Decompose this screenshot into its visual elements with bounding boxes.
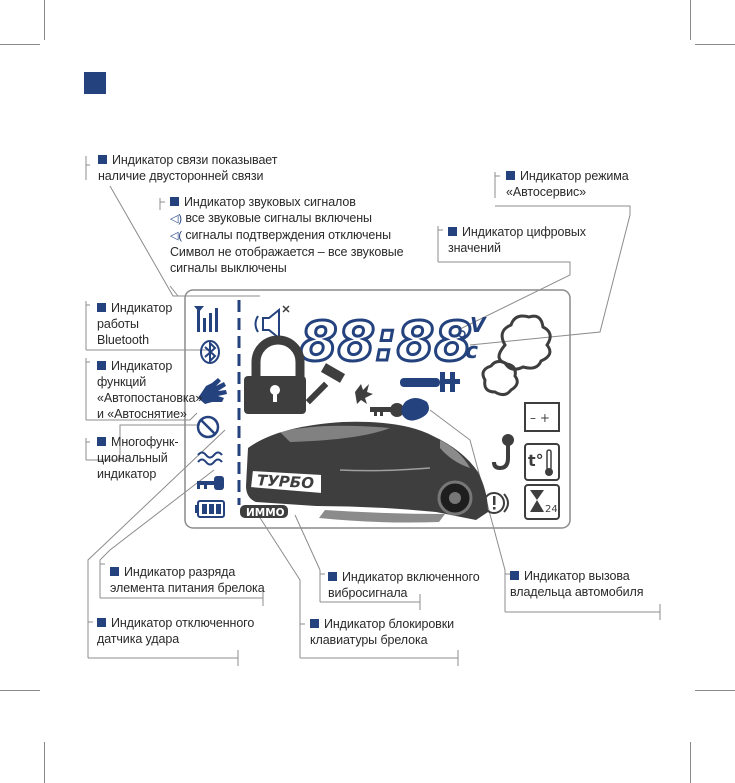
label-owner-call-indicator: Индикатор вызова владельца автомобиля — [510, 569, 644, 599]
label-keylock-indicator: Индикатор блокировки клавиатуры брелока — [310, 617, 454, 647]
timer-icon: 24 — [524, 484, 560, 520]
celsius-unit: c — [465, 339, 478, 364]
leader-lines — [85, 156, 661, 666]
crop-mark — [695, 44, 735, 45]
crop-mark — [44, 0, 45, 40]
label-service-indicator: Индикатор режима «Автосервис» — [506, 169, 629, 199]
bullet-square — [448, 227, 457, 236]
label-battery-indicator: Индикатор разряда элемента питания брело… — [110, 565, 265, 595]
key-lock-icon — [197, 476, 224, 490]
crop-mark — [0, 44, 40, 45]
sound-confirm-off-icon: ◁( — [170, 230, 182, 242]
crop-mark — [44, 742, 45, 783]
temperature-icon: t° — [524, 443, 560, 481]
antenna-icon — [194, 306, 218, 332]
degree-icon — [458, 330, 466, 338]
hand-icon — [198, 378, 227, 404]
label-vibro-indicator: Индикатор включенного вибросигнала — [328, 570, 480, 600]
bullet-square — [97, 618, 106, 627]
label-shock-indicator: Индикатор отключенного датчика удара — [97, 616, 255, 646]
car-icon — [246, 421, 488, 523]
bullet-square — [98, 155, 107, 164]
multifunction-icon — [196, 415, 220, 439]
crop-mark — [690, 742, 691, 783]
padlock-icon — [244, 335, 306, 414]
battery-icon — [195, 500, 225, 518]
bullet-square — [97, 361, 106, 370]
bullet-square — [97, 437, 106, 446]
bluetooth-icon — [200, 340, 220, 364]
bullet-square — [170, 197, 179, 206]
lcd-digits: 88:88 — [300, 310, 472, 373]
section-marker — [84, 72, 106, 94]
bullet-square — [310, 619, 319, 628]
label-link-indicator: Индикатор связи показывает наличие двуст… — [98, 153, 278, 183]
crop-mark — [690, 0, 691, 40]
svg-text:t°: t° — [528, 451, 544, 470]
immo-badge — [240, 505, 288, 518]
car-battery-icon: – + — [524, 402, 560, 432]
bullet-square — [510, 571, 519, 580]
bullet-square — [328, 572, 337, 581]
volt-unit: V — [470, 313, 487, 337]
alert-icon — [479, 492, 509, 514]
sound-on-icon: ◁) — [170, 213, 182, 225]
key-icon — [370, 403, 404, 417]
hammer-icon — [305, 363, 346, 405]
wrench-icon — [400, 372, 460, 392]
svg-text:– +: – + — [530, 411, 550, 425]
service-cloud-icon — [481, 314, 552, 397]
svg-text:24: 24 — [545, 504, 558, 515]
remote-icon — [401, 398, 429, 421]
vibro-icon — [197, 451, 223, 466]
label-autostart-indicator: Индикатор функций «Автопостановка» и «Ав… — [97, 359, 203, 421]
bullet-square — [110, 567, 119, 576]
crop-mark — [695, 690, 735, 691]
crop-mark — [0, 690, 40, 691]
sound-icon — [254, 305, 290, 341]
spark-icon — [355, 384, 373, 404]
lcd-frame — [184, 289, 571, 529]
label-bluetooth-indicator: Индикатор работы Bluetooth — [97, 301, 173, 347]
immo-label: ИММО — [246, 507, 285, 519]
label-sound-indicator: Индикатор звуковых сигналов ◁) все звуко… — [170, 195, 404, 275]
turbo-label: ТУРБО — [257, 471, 315, 492]
hook-icon — [492, 434, 514, 471]
bullet-square — [506, 171, 515, 180]
bullet-square — [97, 303, 106, 312]
label-multifunction-indicator: Многофунк- циональный индикатор — [97, 435, 179, 481]
label-digital-indicator: Индикатор цифровых значений — [448, 225, 586, 255]
